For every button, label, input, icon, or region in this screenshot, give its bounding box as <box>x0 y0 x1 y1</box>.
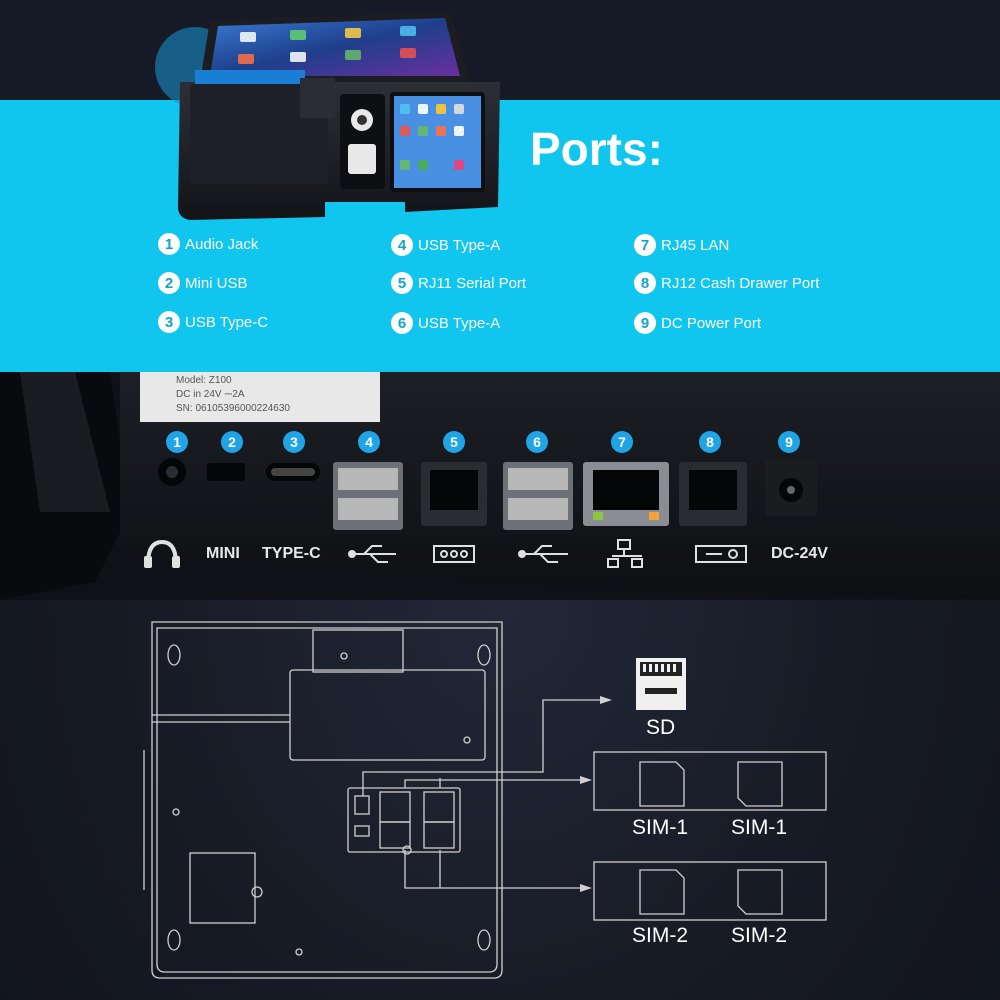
sim1-label-left: SIM-1 <box>632 816 689 839</box>
panel-badge-5: 5 <box>443 431 465 453</box>
panel-badge-9: 9 <box>778 431 800 453</box>
port-item-9: 9 DC Power Port <box>634 312 761 334</box>
port-label: Mini USB <box>185 274 248 292</box>
port-number-badge: 2 <box>158 272 180 294</box>
port-number-badge: 4 <box>391 234 413 256</box>
usb-icon <box>348 545 396 563</box>
panel-badge-6: 6 <box>526 431 548 453</box>
port-label: RJ12 Cash Drawer Port <box>661 274 820 292</box>
pos-terminal-image <box>155 12 500 220</box>
port-item-6: 6 USB Type-A <box>391 312 500 334</box>
sim-1-frame <box>593 751 827 811</box>
battery-compartment <box>289 669 486 761</box>
sticker-serial: SN: 06105396000224630 <box>176 403 290 414</box>
usb-icon <box>518 545 568 563</box>
card-slot-panel <box>347 787 461 853</box>
lan-icon <box>607 539 643 568</box>
app-icons <box>238 26 416 64</box>
port-label: USB Type-A <box>418 236 501 254</box>
mini-label: MINI <box>206 545 240 562</box>
port-number-badge: 6 <box>391 312 413 334</box>
port-label: RJ45 LAN <box>661 236 730 254</box>
port-item-1: 1 Audio Jack <box>158 233 258 255</box>
port-number-badge: 3 <box>158 311 180 333</box>
port-label: USB Type-C <box>185 313 269 331</box>
sticker-model: Model: Z100 <box>176 375 232 386</box>
sticker-power: DC in 24V ⎓2A <box>176 389 245 400</box>
device-sticker: Model: Z100 DC in 24V ⎓2A SN: 0610539600… <box>176 374 290 416</box>
sd-card-icon <box>636 658 686 710</box>
panel-badge-7: 7 <box>611 431 633 453</box>
typec-label: TYPE-C <box>262 545 321 562</box>
port-item-8: 8 RJ12 Cash Drawer Port <box>634 272 819 294</box>
panel-badge-3: 3 <box>283 431 305 453</box>
dc-label: DC-24V <box>771 545 828 562</box>
port-number-badge: 5 <box>391 272 413 294</box>
port-item-4: 4 USB Type-A <box>391 234 500 256</box>
sim2-label-left: SIM-2 <box>632 924 689 947</box>
serial-port-icon <box>433 545 475 563</box>
port-panel-photo: Model: Z100 DC in 24V ⎓2A SN: 0610539600… <box>0 372 1000 600</box>
port-item-5: 5 RJ11 Serial Port <box>391 272 526 294</box>
panel-badge-2: 2 <box>221 431 243 453</box>
device-outline <box>151 621 503 979</box>
sim-2-frame <box>593 861 827 921</box>
panel-badge-4: 4 <box>358 431 380 453</box>
port-label: USB Type-A <box>418 314 501 332</box>
port-number-badge: 7 <box>634 234 656 256</box>
port-item-2: 2 Mini USB <box>158 272 248 294</box>
sim2-label-right: SIM-2 <box>731 924 788 947</box>
port-label: DC Power Port <box>661 314 762 332</box>
port-item-3: 3 USB Type-C <box>158 311 268 333</box>
port-label: Audio Jack <box>185 235 259 253</box>
port-item-7: 7 RJ45 LAN <box>634 234 729 256</box>
cash-drawer-icon <box>695 545 747 563</box>
port-number-badge: 9 <box>634 312 656 334</box>
panel-badge-8: 8 <box>699 431 721 453</box>
ports-title: Ports: <box>530 123 663 175</box>
sd-label: SD <box>646 716 676 739</box>
headphone-icon <box>146 539 178 565</box>
port-number-badge: 8 <box>634 272 656 294</box>
port-label: RJ11 Serial Port <box>418 274 527 292</box>
sim1-label-right: SIM-1 <box>731 816 788 839</box>
bottom-view-diagram: SD SIM-1 SIM-1 SIM-2 SIM-2 <box>0 600 1000 1000</box>
panel-badge-1: 1 <box>166 431 188 453</box>
port-number-badge: 1 <box>158 233 180 255</box>
